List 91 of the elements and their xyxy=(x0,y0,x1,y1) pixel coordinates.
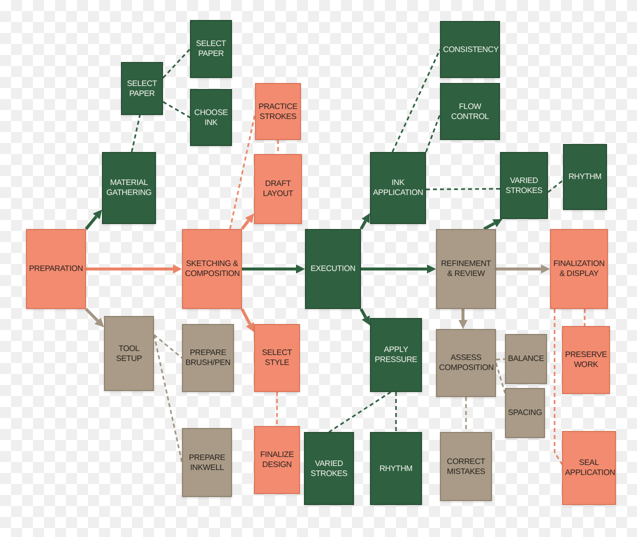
process-box xyxy=(182,428,232,497)
dashed-line xyxy=(496,358,506,360)
step-label: INK APPLICATION xyxy=(373,178,423,198)
step-label: APPLY PRESSURE xyxy=(374,345,418,365)
step-label: VARIED STROKES xyxy=(504,176,544,196)
step-label: PREPARE BRUSH/PEN xyxy=(185,348,231,368)
dashed-line xyxy=(495,362,506,394)
dashed-line xyxy=(162,101,190,118)
arrow xyxy=(360,308,370,326)
step-label: ASSESS COMPOSITION xyxy=(439,353,493,373)
dashed-line xyxy=(584,309,586,326)
step-label: FINALIZE DESIGN xyxy=(259,450,295,470)
dashed-line xyxy=(465,397,467,432)
step-label: SELECT STYLE xyxy=(261,348,293,368)
step-label: PREPARATION xyxy=(29,264,83,274)
dashed-line xyxy=(153,334,183,463)
dashed-line xyxy=(395,392,397,432)
step-label: FINALIZATION & DISPLAY xyxy=(553,259,605,279)
dashed-line xyxy=(425,114,441,152)
process-box xyxy=(121,62,163,115)
process-box xyxy=(505,334,547,384)
arrow xyxy=(86,264,182,274)
step-label: TOOL SETUP xyxy=(115,344,143,364)
arrow xyxy=(240,308,254,332)
process-box xyxy=(26,229,86,309)
step-label: DRAFT LAYOUT xyxy=(262,179,294,199)
process-box xyxy=(550,229,608,309)
arrow xyxy=(84,308,104,328)
step-label: PREPARE INKWELL xyxy=(188,452,226,472)
step-label: BALANCE xyxy=(508,354,544,364)
arrow xyxy=(361,264,436,274)
process-box xyxy=(505,388,545,438)
process-box xyxy=(255,83,301,140)
dashed-line xyxy=(392,49,441,152)
step-label: RHYTHM xyxy=(568,172,602,182)
step-label: VARIED STROKES xyxy=(310,458,348,478)
step-label: CHOOSE INK xyxy=(193,108,229,128)
process-box xyxy=(562,326,610,394)
step-label: FLOW CONTROL xyxy=(450,102,490,122)
arrow xyxy=(84,210,102,230)
dashed-line xyxy=(162,48,191,78)
process-box xyxy=(182,324,234,392)
step-label: REFINEMENT & REVIEW xyxy=(440,259,492,279)
process-box xyxy=(254,324,300,392)
arrow xyxy=(483,219,502,230)
dashed-line xyxy=(548,180,564,193)
process-box xyxy=(254,426,300,494)
process-box xyxy=(304,432,354,505)
process-box xyxy=(190,20,232,78)
arrow xyxy=(360,213,370,230)
dashed-line xyxy=(276,392,278,426)
arrow xyxy=(242,264,305,274)
step-label: SKETCHING & COMPOSITION xyxy=(185,259,239,279)
step-label: SEAL APPLICATION xyxy=(565,458,613,478)
process-box xyxy=(104,316,154,391)
process-box xyxy=(436,329,496,397)
step-label: PRACTICE STROKES xyxy=(258,102,298,122)
process-box xyxy=(182,229,242,309)
step-label: SELECT PAPER xyxy=(195,39,227,59)
process-box xyxy=(305,229,361,309)
arrow xyxy=(458,309,468,329)
step-label: EXECUTION xyxy=(310,264,356,274)
step-label: PRESERVE WORK xyxy=(565,350,607,370)
process-box xyxy=(370,432,422,505)
process-box xyxy=(436,229,496,309)
process-box xyxy=(254,154,302,224)
step-label: SPACING xyxy=(508,408,542,418)
arrow xyxy=(496,264,550,274)
dashed-line xyxy=(277,140,279,154)
dashed-line xyxy=(328,391,392,433)
dashed-line xyxy=(153,334,183,359)
process-box xyxy=(440,21,500,78)
process-box xyxy=(190,89,232,146)
process-box xyxy=(370,152,426,224)
process-box xyxy=(440,432,492,501)
step-label: MATERIAL GATHERING xyxy=(105,178,153,198)
dashed-line xyxy=(229,114,256,230)
process-box xyxy=(500,152,548,219)
dashed-line xyxy=(130,114,141,152)
step-label: CONSISTENCY xyxy=(443,44,497,54)
arrow xyxy=(240,213,254,230)
dashed-line xyxy=(426,188,500,190)
dashed-line xyxy=(554,309,563,465)
process-box xyxy=(562,431,616,505)
process-box xyxy=(102,152,156,224)
step-label: SELECT PAPER xyxy=(126,78,158,98)
process-box xyxy=(370,318,422,392)
process-box xyxy=(563,144,607,210)
step-label: RHYTHM xyxy=(379,464,413,474)
step-label: CORRECT MISTAKES xyxy=(446,456,486,476)
process-box xyxy=(440,83,500,140)
